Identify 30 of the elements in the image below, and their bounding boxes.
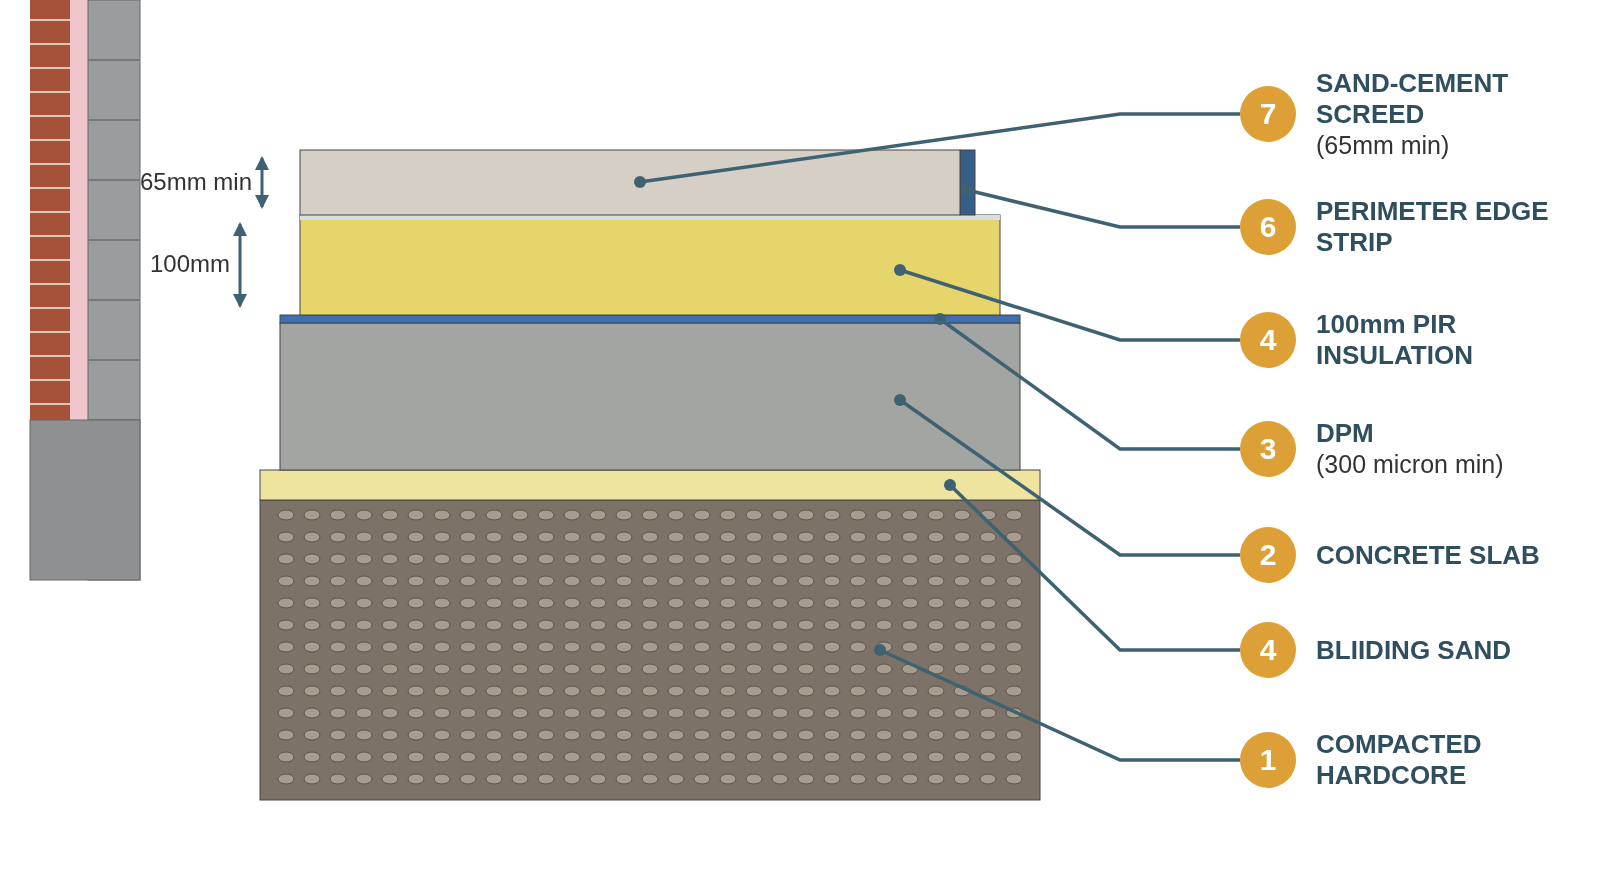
callout-number: 1 — [1240, 732, 1296, 788]
callout-label: BLIIDING SAND — [1316, 634, 1512, 666]
leader-line — [934, 313, 1240, 451]
leader-line — [944, 479, 1240, 652]
dimension-label: 65mm min — [139, 167, 252, 196]
screed-layer — [299, 149, 961, 216]
sand-layer — [259, 469, 1041, 501]
leader-line — [894, 394, 1240, 557]
hardcore-layer — [259, 499, 1041, 801]
callout-number: 4 — [1240, 312, 1296, 368]
leader-line — [874, 644, 1240, 762]
callout-label: COMPACTED HARDCORE — [1316, 729, 1483, 791]
leader-line — [634, 112, 1240, 188]
callout-number: 4 — [1240, 622, 1296, 678]
slab-layer — [279, 322, 1021, 471]
callout-label: PERIMETER EDGE STRIP — [1316, 196, 1550, 258]
callout-number: 3 — [1240, 421, 1296, 477]
callout-label: CONCRETE SLAB — [1316, 539, 1541, 571]
callout-number: 6 — [1240, 199, 1296, 255]
leader-line — [961, 184, 1240, 229]
callout-number: 2 — [1240, 527, 1296, 583]
callout-label: 100mm PIR INSULATION — [1316, 309, 1474, 371]
callout-note: (65mm min) — [1316, 129, 1451, 161]
callout-label: DPM — [1316, 418, 1375, 449]
insulation-layer — [299, 214, 1001, 316]
leader-line — [894, 264, 1240, 342]
dimension-label: 100mm — [149, 250, 230, 278]
callout-note: (300 micron min) — [1316, 449, 1505, 480]
callout-number: 7 — [1240, 86, 1296, 142]
callout-label: SAND-CEMENT SCREED — [1316, 67, 1510, 130]
